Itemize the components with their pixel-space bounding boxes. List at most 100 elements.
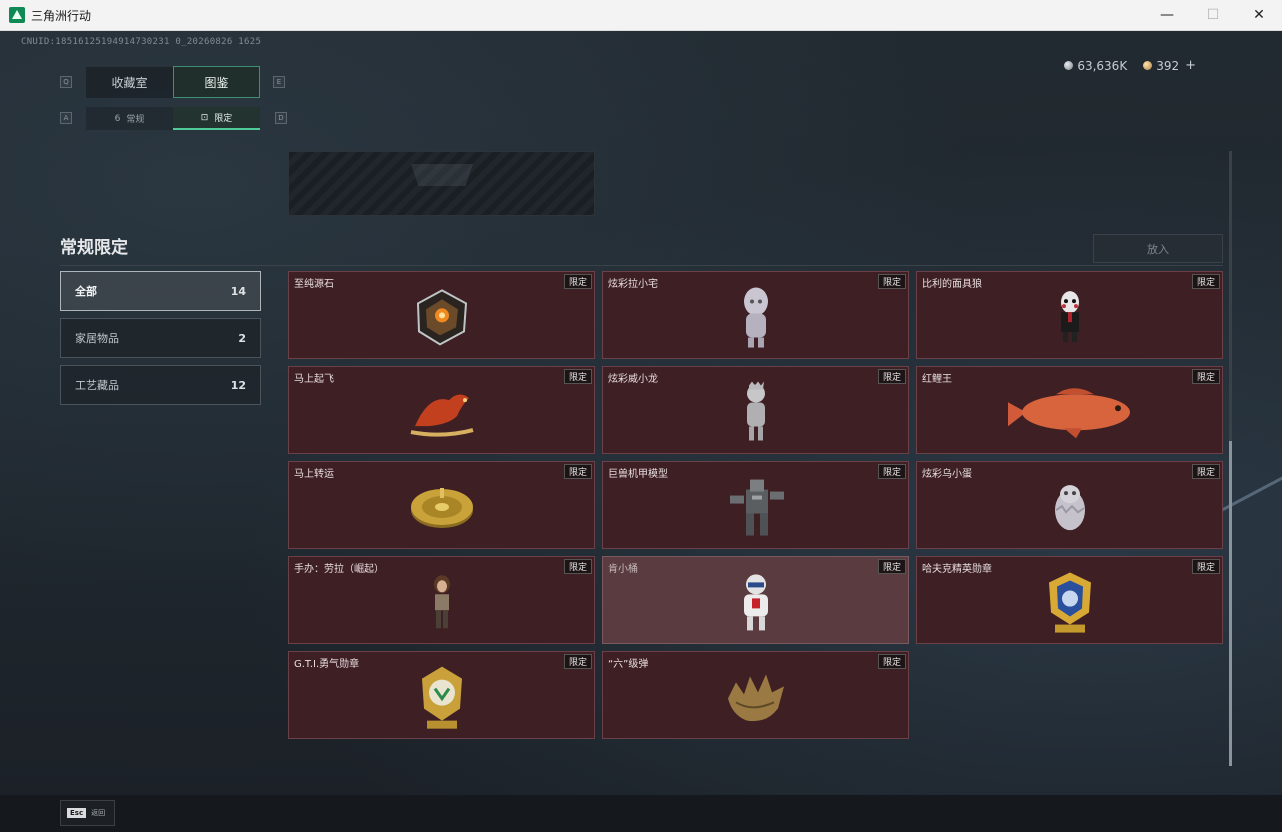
item-name: “六”级弹	[608, 659, 649, 670]
figurine-icon	[743, 287, 768, 348]
puppet-icon	[1060, 291, 1079, 343]
collection-banner	[288, 151, 595, 216]
limited-badge: 限定	[877, 654, 906, 669]
back-button[interactable]: Esc 返回	[60, 800, 115, 826]
item-name: 哈夫克精英勋章	[922, 564, 992, 575]
tab-limited-label: 限定	[214, 114, 233, 124]
tab-collection-room[interactable]: 收藏室	[86, 66, 173, 98]
item-card[interactable]: 哈夫克精英勋章 限定	[916, 556, 1223, 644]
window-controls: — ☐ ✕	[1144, 0, 1282, 31]
close-button[interactable]: ✕	[1253, 7, 1265, 23]
app-logo-icon	[9, 7, 25, 23]
window-title: 三角洲行动	[31, 8, 92, 23]
tab-codex[interactable]: 图鉴	[173, 66, 260, 98]
egg-icon	[1054, 485, 1085, 531]
tab-regular-label: 常规	[126, 115, 145, 125]
scrollbar[interactable]	[1229, 151, 1232, 766]
game-viewport: CNUID:18516125194914730231 0_20260826 16…	[0, 31, 1282, 795]
key-hint-prev-tab: Q	[60, 76, 72, 88]
item-card[interactable]: 比利的面具狼 限定	[916, 271, 1223, 359]
item-name: 手办：劳拉（崛起）	[294, 564, 384, 575]
category-home-items[interactable]: 家居物品 2	[60, 318, 261, 358]
item-card[interactable]: 炫彩威小龙 限定	[602, 366, 909, 454]
item-card[interactable]: 手办：劳拉（崛起） 限定	[288, 556, 595, 644]
currency-gold-value: 392	[1156, 58, 1180, 73]
fish-icon	[1007, 388, 1130, 439]
item-name: 肯小桶	[608, 564, 638, 575]
item-card[interactable]: 至纯源石 限定	[288, 271, 595, 359]
item-name: 炫彩威小龙	[608, 374, 658, 385]
limited-badge: 限定	[563, 559, 592, 574]
key-hint-next-subtab: D	[275, 112, 287, 124]
limited-tab-icon: ⊡	[200, 112, 209, 123]
scrollbar-thumb[interactable]	[1229, 441, 1232, 766]
banner-emblem-icon	[411, 164, 473, 186]
limited-badge: 限定	[1191, 464, 1220, 479]
item-name: 比利的面具狼	[922, 279, 982, 290]
category-all[interactable]: 全部 14	[60, 271, 261, 311]
gold-coin-icon	[1143, 61, 1153, 70]
silver-coin-icon	[1064, 61, 1074, 70]
limited-badge: 限定	[877, 559, 906, 574]
maximize-button[interactable]: ☐	[1206, 7, 1220, 23]
limited-badge: 限定	[1191, 274, 1220, 289]
figure-icon	[433, 575, 450, 629]
figurine-icon	[743, 574, 768, 631]
primary-tabs: 收藏室 图鉴	[86, 66, 260, 98]
tab-limited[interactable]: ⊡ 限定	[173, 107, 260, 130]
back-label: 返回	[91, 809, 106, 817]
limited-badge: 限定	[1191, 369, 1220, 384]
medal-icon	[421, 666, 462, 729]
key-hint-next-tab: E	[273, 76, 285, 88]
compass-icon	[410, 488, 473, 528]
window-titlebar: 三角洲行动 — ☐ ✕	[0, 0, 1282, 31]
medal-icon	[1048, 572, 1091, 633]
item-name: 马上转运	[294, 469, 334, 480]
limited-badge: 限定	[563, 464, 592, 479]
currency-silver-value: 63,636K	[1077, 58, 1128, 73]
item-card[interactable]: 炫彩乌小蛋 限定	[916, 461, 1223, 549]
item-card[interactable]: “六”级弹 限定	[602, 651, 909, 739]
currency-bar: 63,636K 392 +	[1064, 58, 1196, 73]
regular-tab-icon: 6	[114, 113, 121, 124]
item-name: 马上起飞	[294, 374, 334, 385]
figurine-icon	[746, 381, 765, 441]
item-card[interactable]: 红鲤王 限定	[916, 366, 1223, 454]
secondary-tabs: 6 常规 ⊡ 限定	[86, 107, 260, 130]
tab-regular[interactable]: 6 常规	[86, 107, 173, 130]
player-uid: CNUID:18516125194914730231 0_20260826 16…	[21, 37, 262, 47]
item-name: G.T.I.勇气勋章	[294, 659, 360, 670]
esc-key-icon: Esc	[67, 808, 87, 818]
minimize-button[interactable]: —	[1160, 7, 1174, 23]
item-name: 炫彩乌小蛋	[922, 469, 972, 480]
category-crafts[interactable]: 工艺藏品 12	[60, 365, 261, 405]
category-crafts-label: 工艺藏品	[75, 379, 119, 392]
section-title: 常规限定	[60, 238, 128, 258]
currency-gold[interactable]: 392 +	[1143, 58, 1196, 73]
add-currency-button[interactable]: +	[1185, 58, 1196, 73]
item-card[interactable]: 巨兽机甲模型 限定	[602, 461, 909, 549]
horse-icon	[410, 394, 473, 437]
limited-badge: 限定	[877, 369, 906, 384]
mech-icon	[729, 479, 784, 536]
item-card[interactable]: 肯小桶 限定	[602, 556, 909, 644]
category-home-items-count: 2	[238, 331, 246, 345]
item-name: 巨兽机甲模型	[608, 469, 668, 480]
item-card[interactable]: 马上起飞 限定	[288, 366, 595, 454]
category-home-items-label: 家居物品	[75, 332, 119, 345]
item-card[interactable]: 炫彩拉小宅 限定	[602, 271, 909, 359]
section-divider	[60, 265, 1223, 266]
limited-badge: 限定	[1191, 559, 1220, 574]
item-card[interactable]: 马上转运 限定	[288, 461, 595, 549]
crystal-icon	[416, 289, 467, 346]
item-card[interactable]: G.T.I.勇气勋章 限定	[288, 651, 595, 739]
item-name: 红鲤王	[922, 374, 952, 385]
currency-silver: 63,636K	[1064, 59, 1127, 73]
limited-badge: 限定	[563, 369, 592, 384]
bottom-bar: Esc 返回	[0, 795, 1282, 832]
category-crafts-count: 12	[230, 378, 246, 392]
key-hint-prev-subtab: A	[60, 112, 72, 124]
place-button[interactable]: 放入	[1093, 234, 1223, 263]
limited-badge: 限定	[563, 274, 592, 289]
item-name: 炫彩拉小宅	[608, 279, 658, 290]
